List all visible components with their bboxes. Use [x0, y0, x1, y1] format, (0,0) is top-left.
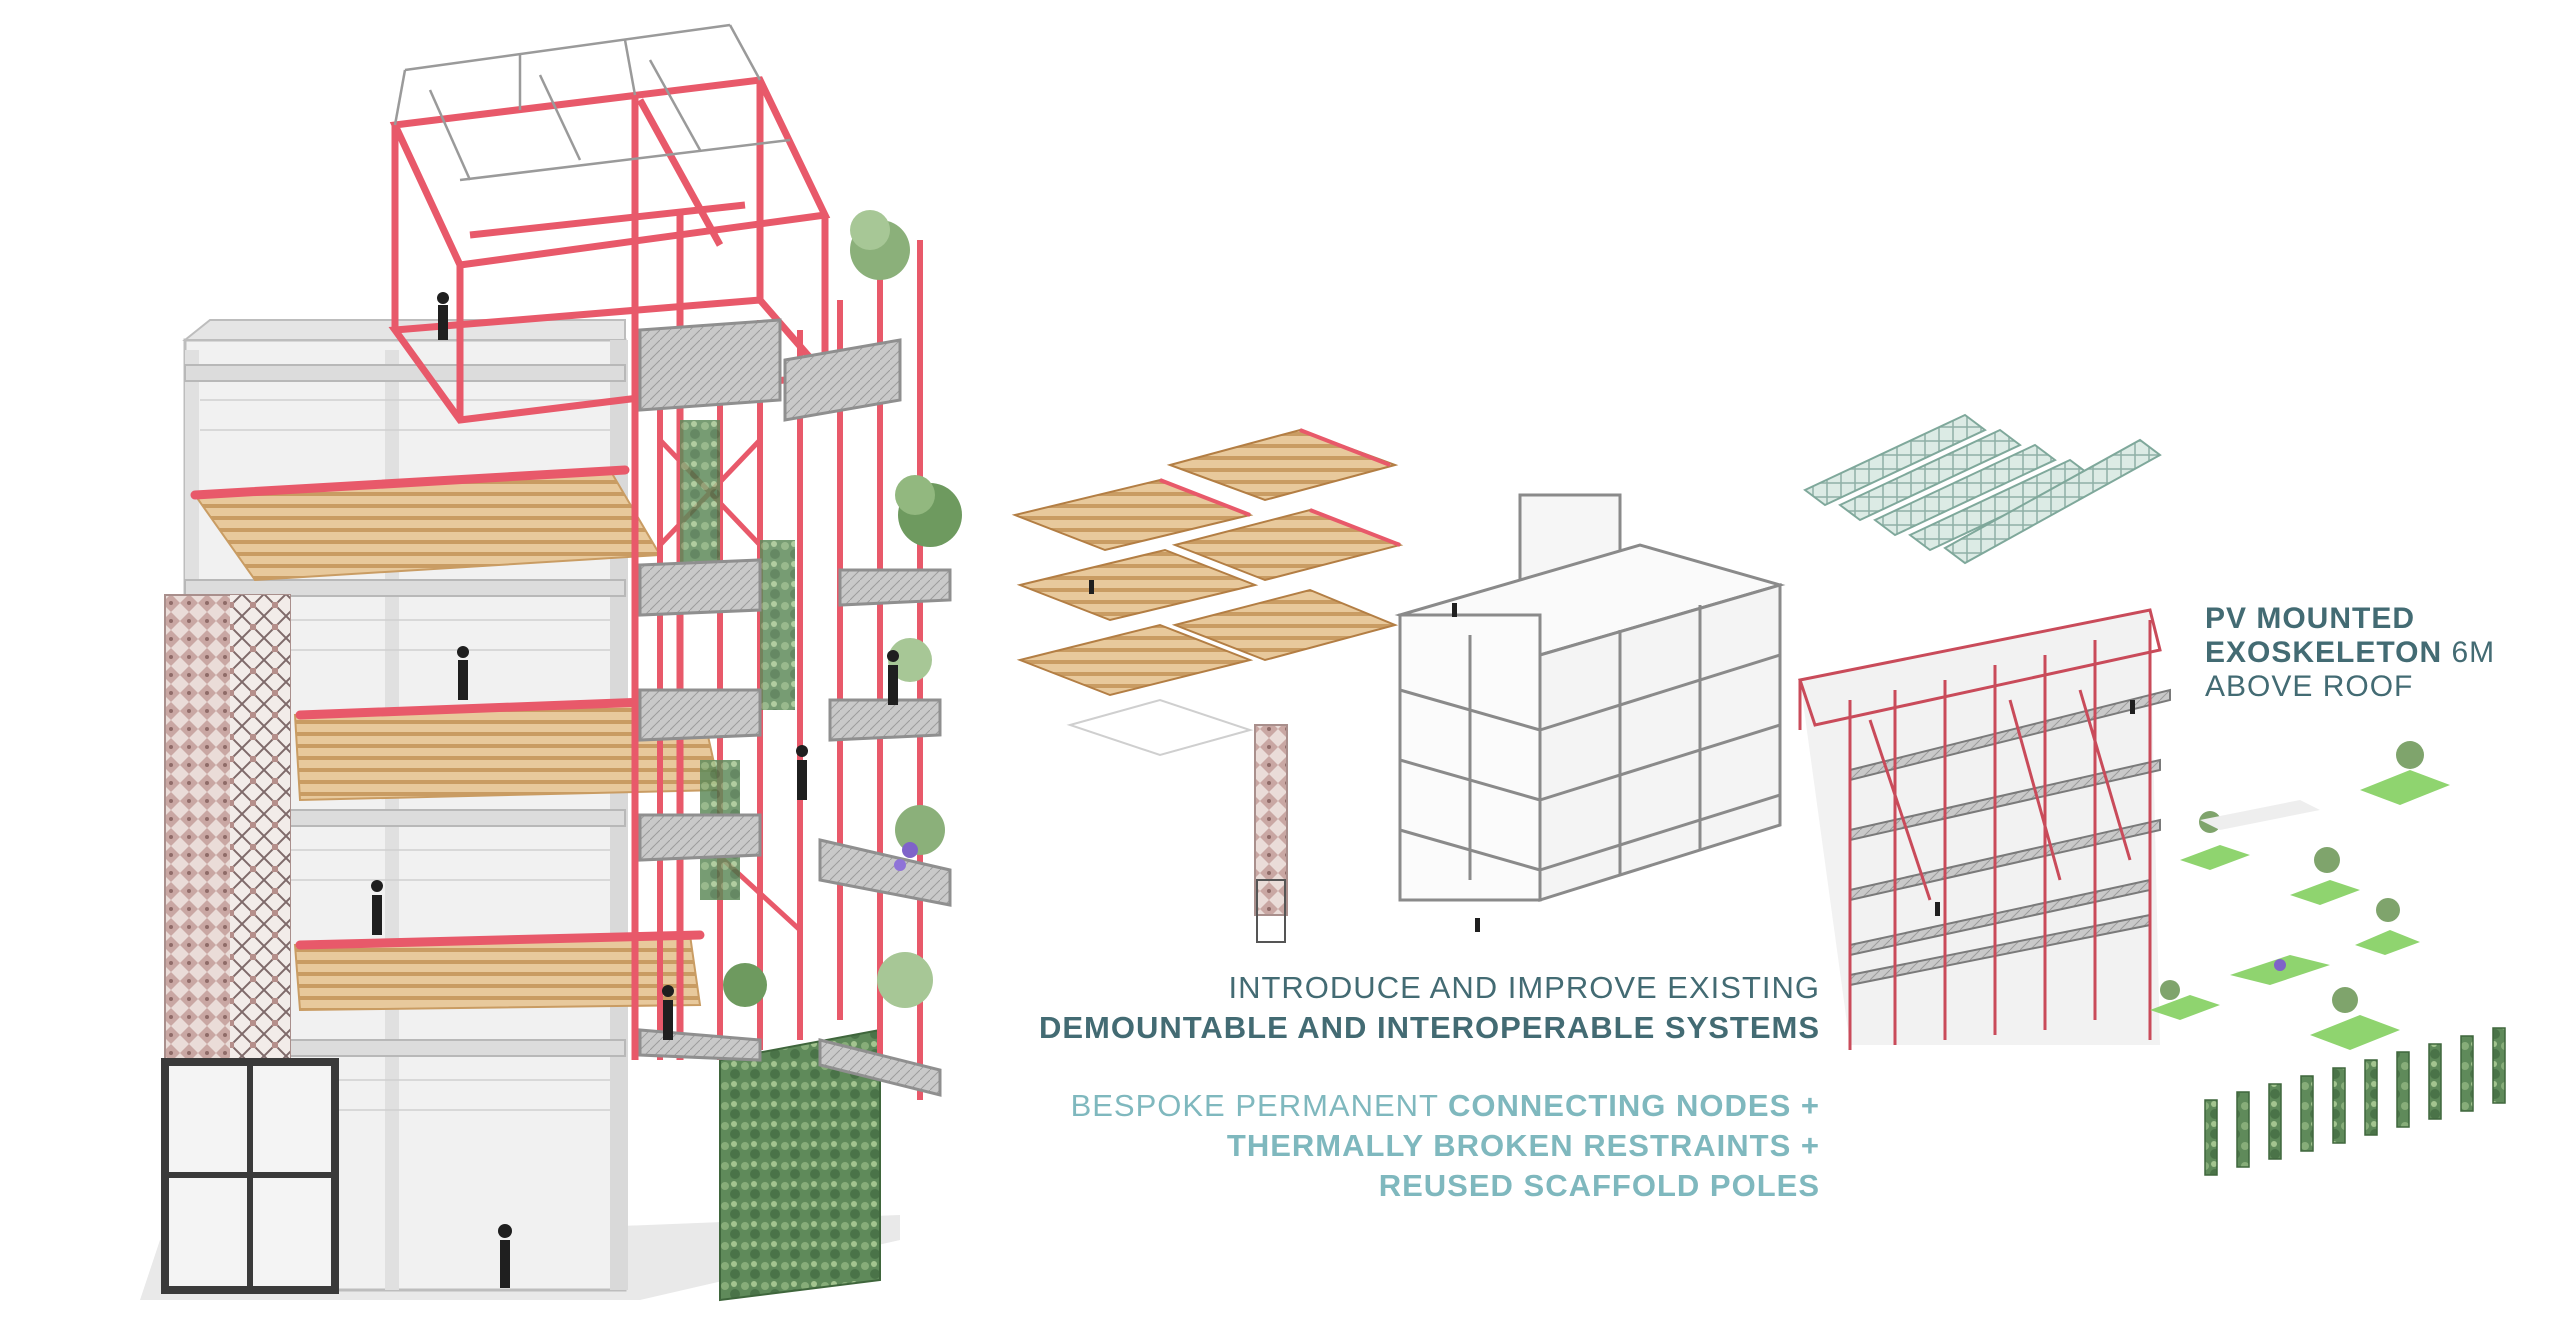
label-nodes-line1b: CONNECTING NODES +: [1448, 1088, 1820, 1123]
main-building-axonometric: [140, 23, 962, 1302]
label-pv-line1: PV MOUNTED: [2205, 602, 2416, 635]
exploded-tile-panel: [1254, 724, 1288, 943]
label-connecting-nodes: BESPOKE PERMANENT CONNECTING NODES + THE…: [1071, 1086, 1820, 1206]
exploded-pv-panels: [1803, 413, 2162, 565]
label-nodes-line2: THERMALLY BROKEN RESTRAINTS +: [1226, 1128, 1820, 1163]
label-pv-line3: ABOVE ROOF: [2205, 670, 2414, 703]
label-nodes-line3: REUSED SCAFFOLD POLES: [1378, 1168, 1820, 1203]
exploded-exoskeleton: [1798, 608, 2171, 1050]
exploded-timber-floor-cassettes: [1011, 428, 1404, 757]
balcony-tree-icons: [723, 210, 962, 1008]
label-pv-exoskeleton: PV MOUNTED EXOSKELETON 6M ABOVE ROOF: [2205, 602, 2495, 704]
small-person-icons: [1089, 580, 2135, 932]
label-introduce-line2: DEMOUNTABLE AND INTEROPERABLE SYSTEMS: [1038, 1010, 1820, 1045]
label-nodes-line1a: BESPOKE PERMANENT: [1070, 1088, 1449, 1123]
label-pv-line2b: 6M: [2451, 636, 2496, 669]
exploded-planters: [2150, 741, 2450, 1050]
label-introduce-systems: INTRODUCE AND IMPROVE EXISTING DEMOUNTAB…: [1039, 968, 1820, 1048]
person-silhouette-icons: [371, 292, 899, 1288]
exploded-green-wall-fins: [2204, 1027, 2506, 1176]
label-introduce-line1: INTRODUCE AND IMPROVE EXISTING: [1228, 970, 1820, 1005]
exploded-concrete-frame: [1394, 493, 1786, 903]
label-pv-line2a: EXOSKELETON: [2205, 636, 2452, 669]
